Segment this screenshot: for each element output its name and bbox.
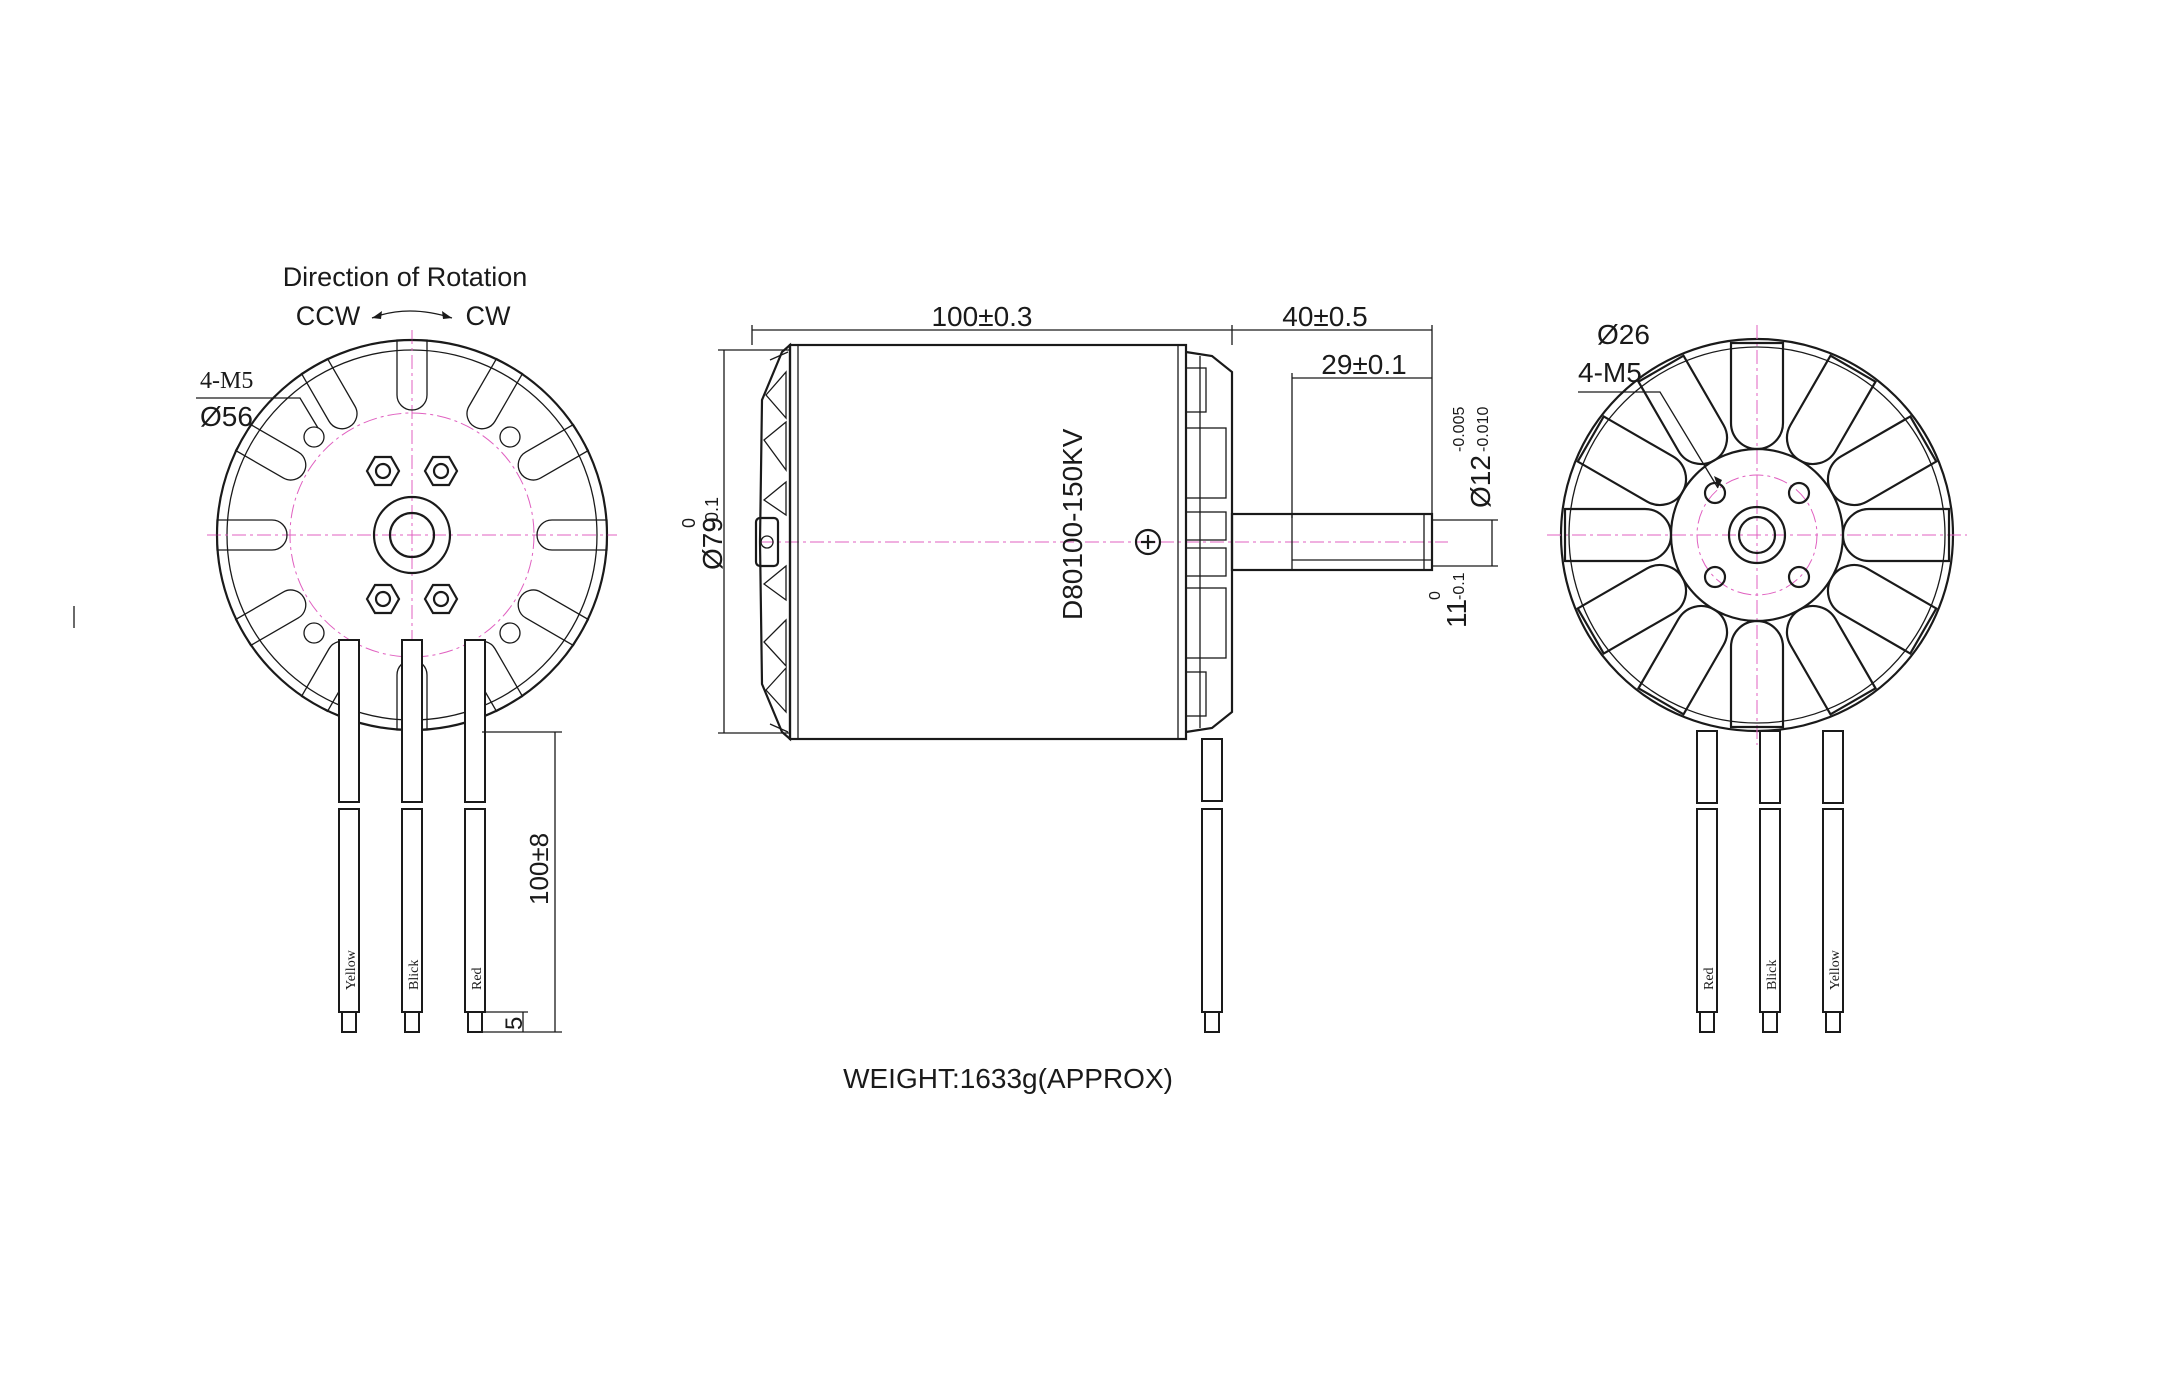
motor-body: D80100-150KV	[754, 342, 1448, 742]
shaft-dia-upper-tol: -0.005	[1451, 407, 1468, 452]
diameter-lower-tol: -0.1	[702, 497, 722, 528]
lead-length-label: 100±8	[524, 833, 554, 905]
shaft-boss	[1727, 505, 1787, 565]
lead-wire-red	[464, 639, 486, 803]
shaft	[1230, 512, 1434, 572]
shaft-len-label: 29±0.1	[1321, 349, 1406, 380]
lead-tip	[341, 1011, 357, 1033]
inner-rim	[1568, 346, 1946, 724]
flat-upper-tol: 0	[1427, 591, 1444, 600]
hub-dia-label: Ø26	[1597, 319, 1650, 350]
mount-holes	[1703, 481, 1811, 589]
diameter-dimension: Ø79 0 -0.1	[679, 349, 790, 734]
front-screw-boss	[754, 516, 780, 568]
right-view: Ø26 4-M5	[1547, 319, 1967, 1033]
cw-label: CW	[466, 301, 511, 331]
weight-label: WEIGHT:1633g(APPROX)	[843, 1063, 1173, 1094]
plus-screw-icon	[1134, 528, 1162, 556]
mount-dia-label: Ø56	[200, 401, 253, 432]
stator-can	[788, 343, 1188, 741]
rotation-title: Direction of Rotation	[283, 262, 528, 292]
diameter-label: Ø79	[697, 517, 728, 570]
ccw-label: CCW	[296, 301, 361, 331]
shaft-total-label: 40±0.5	[1282, 301, 1367, 332]
wire-label: Blick	[407, 960, 422, 990]
mount-thread-label: 4-M5	[200, 368, 253, 394]
wire-label: Blick	[1765, 960, 1780, 990]
flat-label: 11	[1441, 599, 1472, 628]
wire-label: Red	[470, 967, 485, 990]
lead-wire-yellow	[338, 639, 360, 803]
shaft-bore	[388, 511, 436, 559]
hub-disc	[1669, 447, 1845, 623]
lead-wires: Yellow Blick Red	[338, 639, 486, 1033]
front-vents	[762, 351, 789, 733]
flat-lower-tol: -0.1	[1451, 572, 1468, 600]
wire-label: Yellow	[344, 949, 359, 990]
rear-fins	[1185, 356, 1227, 728]
lead-wire-black	[401, 639, 423, 803]
side-lead-wire	[1201, 738, 1223, 1033]
vent-holes	[303, 426, 521, 644]
side-view: 100±0.3 40±0.5 29±0.1 Ø79 0 -0.1 Ø12 -0.…	[679, 301, 1498, 1094]
rear-thread-label: 4-M5	[1578, 357, 1642, 388]
wire-label: Red	[1702, 967, 1717, 990]
mount-bolt-hex	[365, 455, 459, 615]
length-label: 100±0.3	[931, 301, 1032, 332]
lead-tip-label: 5	[501, 1017, 528, 1030]
length-dimension: 100±0.3	[751, 301, 1233, 345]
model-label: D80100-150KV	[1057, 428, 1088, 620]
rear-face	[1547, 325, 1967, 745]
rotation-arrow-icon	[371, 310, 453, 319]
shaft-dia-dimension: Ø12 -0.005 -0.010 11 0 -0.1	[1427, 407, 1498, 628]
lead-tip	[467, 1011, 483, 1033]
leader-line	[1578, 391, 1719, 489]
shaft-len-dimension: 29±0.1	[1291, 349, 1432, 518]
lead-tip	[404, 1011, 420, 1033]
shaft-dia-lower-tol: -0.010	[1475, 407, 1492, 452]
rear-lead-wires: Red Blick Yellow	[1696, 730, 1844, 1033]
shaft-boss	[372, 495, 452, 575]
wire-label: Yellow	[1828, 949, 1843, 990]
left-view: Direction of Rotation CCW CW 4-M5 Ø56	[196, 262, 617, 1033]
diameter-upper-tol: 0	[679, 518, 699, 528]
front-bell	[758, 342, 792, 742]
shaft-total-dimension: 40±0.5	[1232, 301, 1433, 518]
lead-dimension: 100±8 5	[482, 731, 562, 1033]
shaft-bore	[1737, 515, 1777, 555]
leader-arrow-icon	[1714, 476, 1722, 488]
shaft-dia-label: Ø12	[1465, 455, 1496, 508]
bolt-circle	[1696, 474, 1818, 596]
shaft-body	[1230, 512, 1434, 572]
leader-line	[196, 397, 319, 429]
